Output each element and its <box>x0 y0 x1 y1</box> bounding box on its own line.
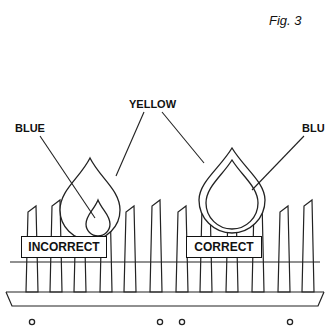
color-label: YELLOW <box>129 98 176 111</box>
color-label: BLU <box>302 122 325 135</box>
figure-number: Fig. 3 <box>269 14 302 27</box>
leader-lines <box>40 112 304 218</box>
burner-holes <box>29 319 292 324</box>
flame-outlines <box>60 148 265 240</box>
box-label: CORRECT <box>193 240 255 254</box>
burner-base <box>6 262 324 306</box>
box-label: INCORRECT <box>28 240 100 254</box>
status-box: INCORRECT <box>21 236 107 258</box>
status-box: CORRECT <box>186 236 262 258</box>
color-label: BLUE <box>15 122 45 135</box>
